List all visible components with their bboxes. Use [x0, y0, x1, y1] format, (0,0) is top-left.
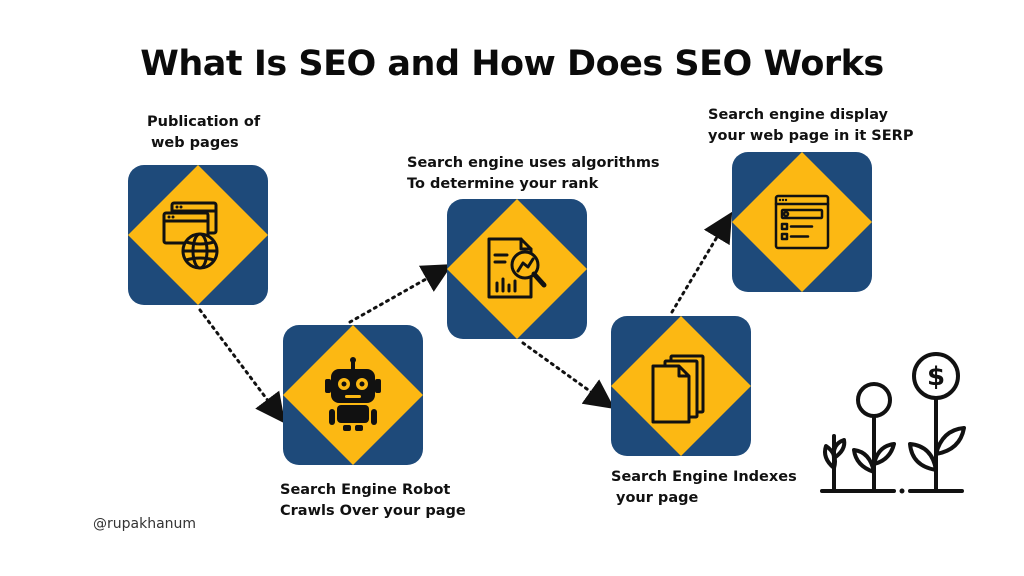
step-5-card [732, 152, 872, 292]
robot-icon [325, 357, 381, 431]
step-2-label: Search Engine Robot Crawls Over your pag… [280, 482, 466, 519]
documents-stack-icon [651, 354, 705, 424]
step-2-card [283, 325, 423, 465]
money-plant-growth-icon: $ [820, 352, 966, 494]
step-4-label: Search Engine Indexes your page [611, 469, 797, 506]
browser-globe-icon [162, 201, 219, 270]
step-1-card [128, 165, 268, 305]
step-5-label: Search engine display your web page in i… [708, 107, 914, 144]
step-1-label: Publication of web pages [147, 114, 261, 151]
step-4-card [611, 316, 751, 456]
connector-1-2 [198, 308, 286, 424]
connector-3-4 [521, 341, 615, 410]
connector-4-5 [670, 211, 733, 314]
search-results-page-icon [774, 194, 830, 250]
step-3-card [447, 199, 587, 339]
page-title: What Is SEO and How Does SEO Works [140, 44, 884, 84]
svg-text:$: $ [927, 362, 945, 392]
author-credit: @rupakhanum [93, 516, 197, 532]
connector-2-3 [348, 264, 453, 324]
analytics-magnifier-icon [487, 237, 547, 299]
step-3-label: Search engine uses algorithms To determi… [407, 155, 660, 192]
